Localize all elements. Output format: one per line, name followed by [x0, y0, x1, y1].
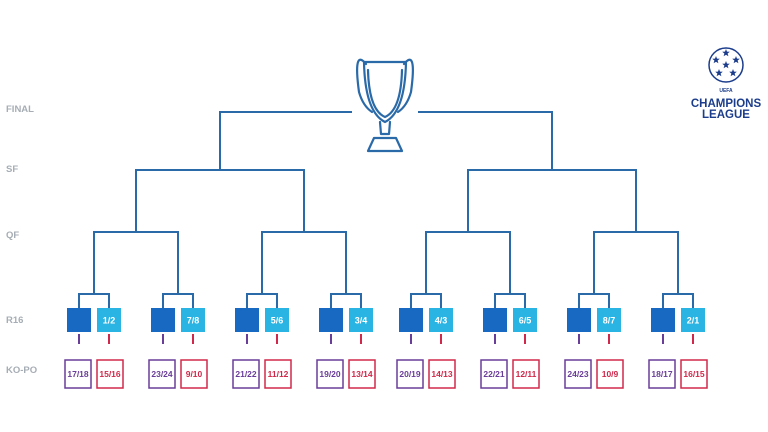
- playoff-box-red: [264, 359, 292, 389]
- trophy-handle-right: [396, 58, 414, 114]
- playoff-box-purple: [648, 359, 676, 389]
- starball-icon: [708, 47, 744, 83]
- final-bracket-line: [219, 111, 352, 170]
- star-icon: [729, 69, 737, 77]
- playoff-label: 24/23: [567, 369, 589, 379]
- playoff-box-purple: [564, 359, 592, 389]
- playoff-box-red: [428, 359, 456, 389]
- r16-slot-label: 8/7: [603, 316, 616, 326]
- r16-slot-label: 6/5: [519, 316, 532, 326]
- playoff-box-red: [512, 359, 540, 389]
- playoff-box-red: [180, 359, 208, 389]
- r16-seeded-box: [235, 308, 259, 332]
- r16-slot-box: [429, 308, 453, 332]
- round-label-sf: SF: [6, 164, 18, 175]
- qf-bracket-line: [261, 231, 347, 278]
- playoff-box-red: [96, 359, 124, 389]
- playoff-label: 19/20: [319, 369, 341, 379]
- logo-text-champions: CHAMPIONS: [691, 98, 762, 110]
- playoff-label: 17/18: [67, 369, 89, 379]
- playoff-label: 12/11: [516, 369, 537, 379]
- r16-seeded-box: [399, 308, 423, 332]
- r16-seeded-box: [319, 308, 343, 332]
- r16-seeded-box: [151, 308, 175, 332]
- playoff-box-red: [596, 359, 624, 389]
- r16-seeded-box: [651, 308, 675, 332]
- r16-slot-box: [97, 308, 121, 332]
- playoff-label: 18/17: [651, 369, 673, 379]
- playoff-box-red: [348, 359, 376, 389]
- final-bracket-line: [418, 111, 553, 170]
- qf-bracket-line: [93, 231, 179, 278]
- logo-text-league: LEAGUE: [702, 109, 750, 121]
- trophy-handle-left: [356, 58, 374, 114]
- star-icon: [722, 49, 730, 57]
- playoff-label: 10/9: [602, 369, 619, 379]
- playoff-label: 13/14: [351, 369, 373, 379]
- r16-slot-box: [597, 308, 621, 332]
- r16-seeded-box: [67, 308, 91, 332]
- r16-slot-box: [181, 308, 205, 332]
- playoff-label: 23/24: [151, 369, 173, 379]
- playoff-box-purple: [316, 359, 344, 389]
- star-icon: [722, 61, 730, 69]
- playoff-label: 14/13: [431, 369, 453, 379]
- playoff-label: 15/16: [99, 369, 121, 379]
- r16-slot-box: [681, 308, 705, 332]
- playoff-box-purple: [148, 359, 176, 389]
- playoff-label: 22/21: [483, 369, 505, 379]
- playoff-label: 21/22: [235, 369, 257, 379]
- r16-slot-label: 5/6: [271, 316, 284, 326]
- r16-seeded-box: [483, 308, 507, 332]
- sf-bracket-line: [135, 169, 305, 232]
- playoff-box-purple: [64, 359, 92, 389]
- playoff-label: 11/12: [268, 369, 289, 379]
- round-label-qf: QF: [6, 230, 19, 241]
- star-icon: [712, 56, 720, 64]
- round-label-r16: R16: [6, 315, 23, 326]
- star-icon: [732, 56, 740, 64]
- playoff-label: 16/15: [683, 369, 705, 379]
- playoff-label: 9/10: [186, 369, 203, 379]
- trophy-stem: [378, 120, 392, 136]
- r16-slot-label: 3/4: [355, 316, 368, 326]
- round-label-final: FINAL: [6, 104, 34, 115]
- trophy-base: [366, 136, 404, 153]
- sf-bracket-line: [467, 169, 637, 232]
- trophy-icon: [356, 58, 414, 153]
- star-icon: [715, 69, 723, 77]
- r16-slot-box: [265, 308, 289, 332]
- r16-slot-label: 4/3: [435, 316, 448, 326]
- playoff-box-red: [680, 359, 708, 389]
- qf-bracket-line: [425, 231, 511, 278]
- round-label-ko-po: KO-PO: [6, 365, 37, 376]
- playoff-box-purple: [396, 359, 424, 389]
- playoff-box-purple: [480, 359, 508, 389]
- r16-slot-label: 1/2: [103, 316, 116, 326]
- qf-bracket-line: [593, 231, 679, 278]
- r16-slot-label: 2/1: [687, 316, 700, 326]
- trophy-cup-outline: [362, 60, 408, 124]
- r16-seeded-box: [567, 308, 591, 332]
- r16-slot-box: [513, 308, 537, 332]
- trophy-cup-inner: [366, 68, 404, 119]
- playoff-label: 20/19: [399, 369, 421, 379]
- playoff-box-purple: [232, 359, 260, 389]
- r16-slot-label: 7/8: [187, 316, 200, 326]
- logo-text-uefa: UEFA: [719, 88, 733, 94]
- r16-slot-box: [349, 308, 373, 332]
